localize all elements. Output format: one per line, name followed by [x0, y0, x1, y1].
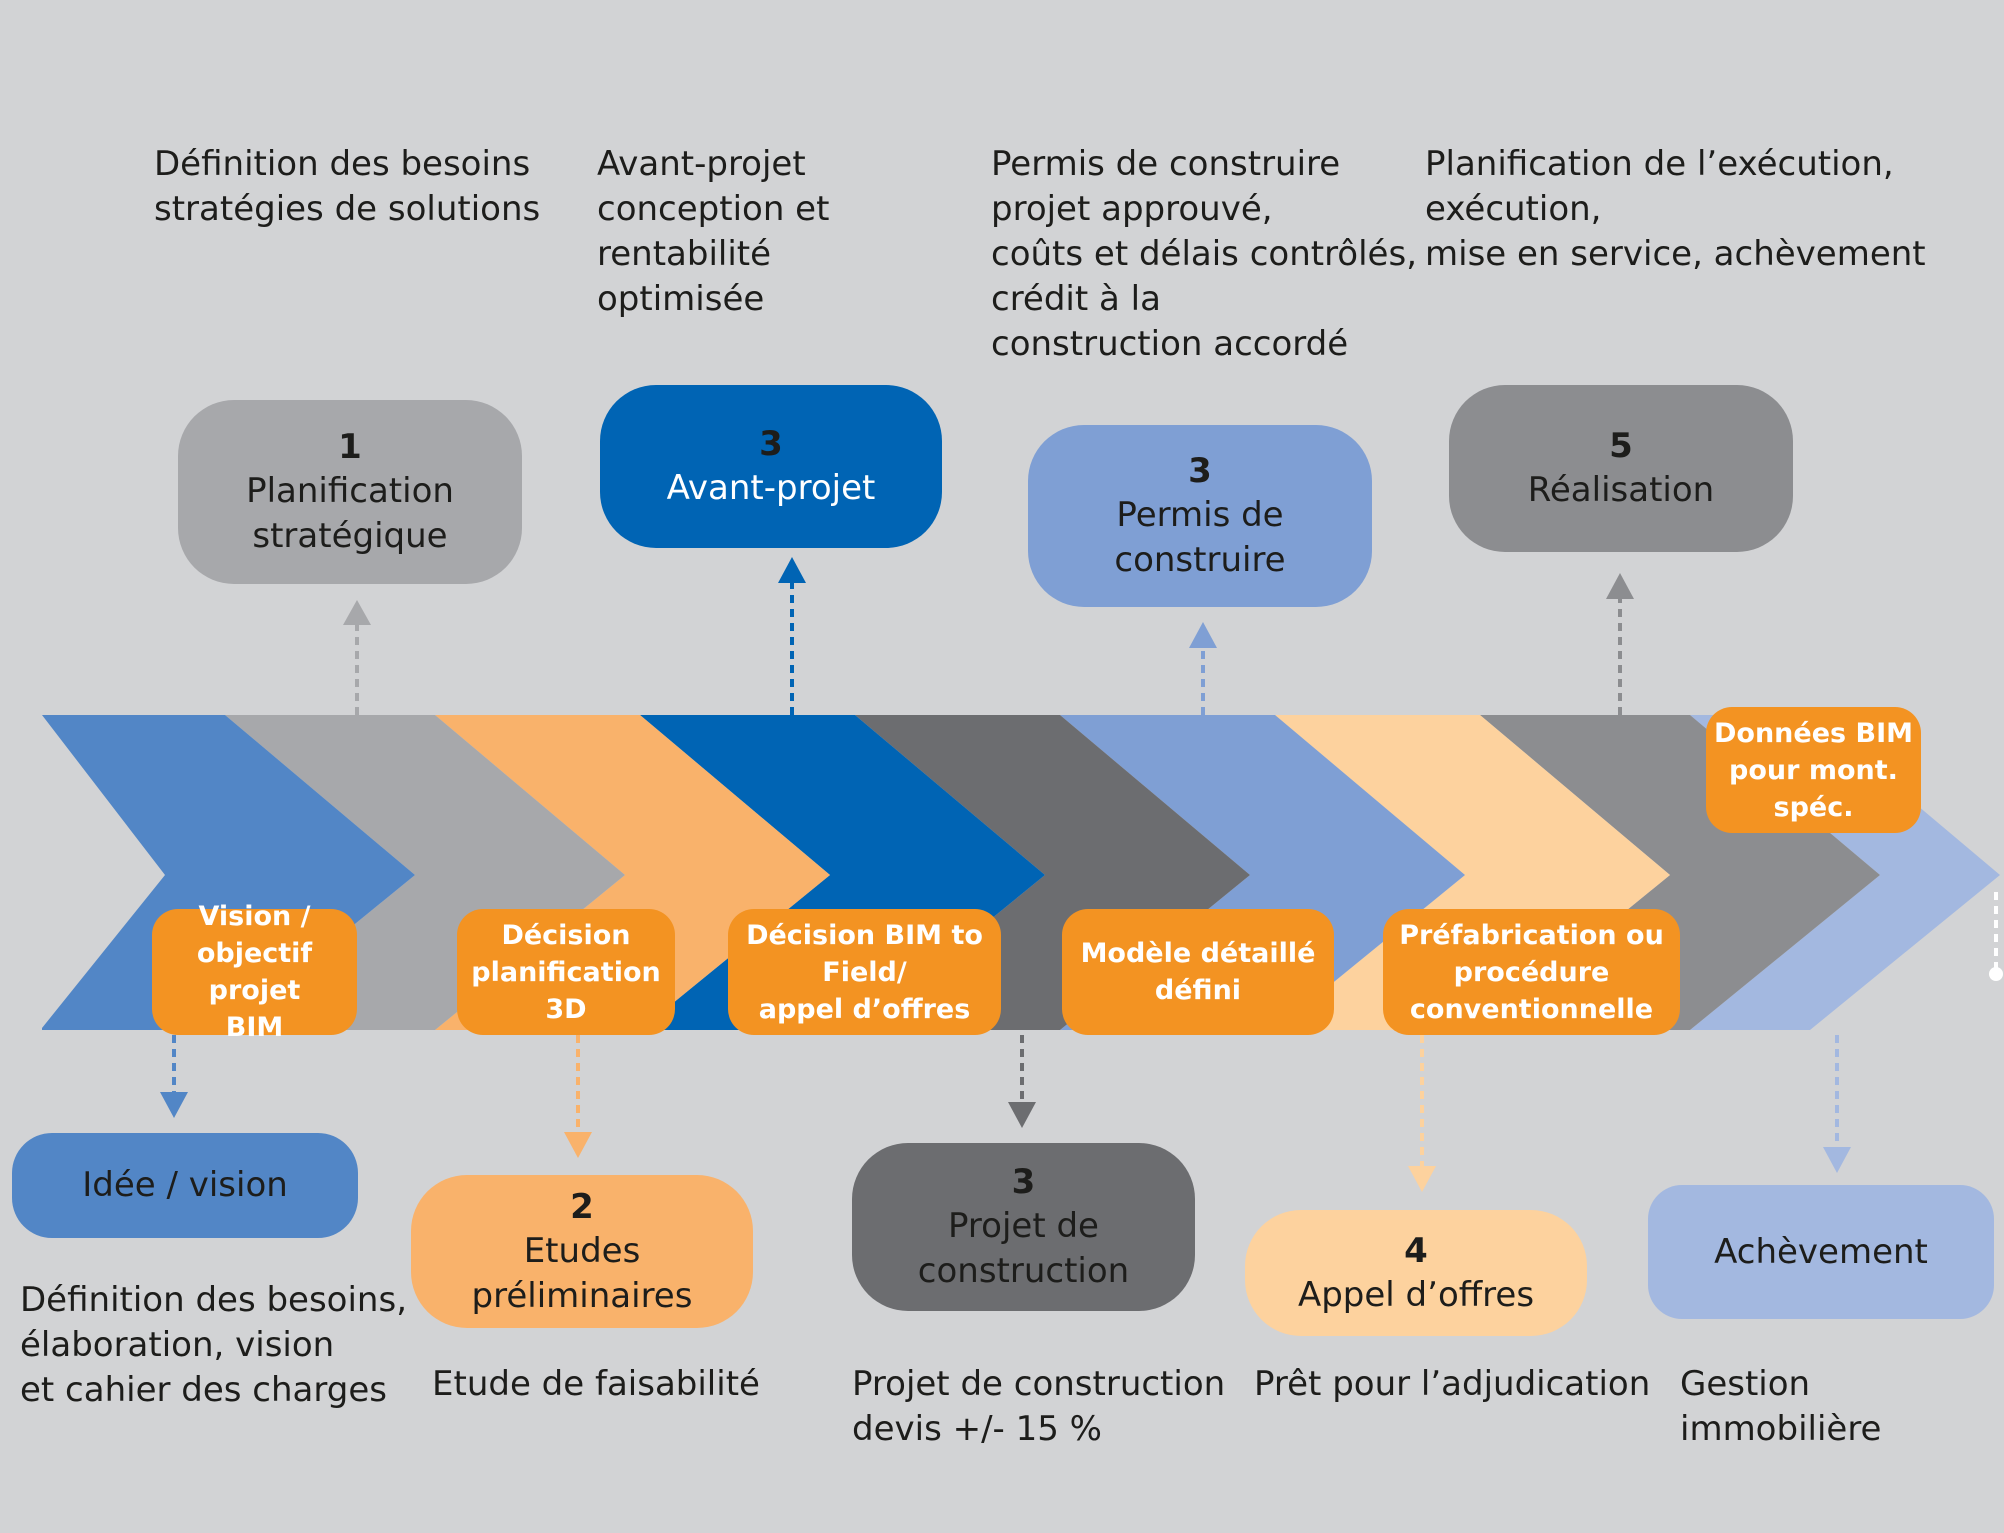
top-description-2: Avant-projet conception et rentabilité o… [597, 144, 830, 319]
milestone-vision-objectif[interactable]: Vision / objectif projet BIM [152, 901, 357, 1043]
phase-label: Réalisation [1527, 470, 1715, 510]
phase-realisation[interactable]: 5 Réalisation [1449, 385, 1793, 552]
phase-number: 2 [570, 1186, 594, 1227]
bottom-description-3: Projet de construction devis +/- 15 % [852, 1364, 1226, 1449]
milestone-decision-bim-to-field[interactable]: Décision BIM to Field/ appel d’offres [728, 909, 1001, 1035]
phase-etudes-preliminaires[interactable]: 2 Etudes préliminaires [411, 1175, 753, 1328]
phase-planification-strategique[interactable]: 1 Planification stratégique [178, 400, 522, 584]
arrow-up-2 [778, 557, 806, 715]
arrow-up-3 [1189, 622, 1217, 715]
arrow-up-1 [343, 600, 371, 715]
arrow-down-projet [1008, 1035, 1036, 1128]
phase-number: 3 [759, 424, 783, 464]
arrow-down-appel [1408, 1035, 1436, 1192]
arrow-down-etudes [564, 1035, 592, 1158]
phase-label: Achèvement [1714, 1231, 1928, 1272]
phase-number: 1 [338, 427, 362, 467]
phase-label: Appel d’offres [1297, 1274, 1535, 1315]
milestone-donnees-bim[interactable]: Données BIM pour mont. spéc. [1706, 707, 1921, 833]
bottom-description-4: Prêt pour l’adjudication [1254, 1364, 1651, 1404]
phase-projet-de-construction[interactable]: 3 Projet de construction [852, 1143, 1195, 1311]
phase-permis-de-construire[interactable]: 3 Permis de construire [1028, 425, 1372, 607]
top-description-1: Définition des besoins stratégies de sol… [154, 144, 541, 229]
phase-avant-projet[interactable]: 3 Avant-projet [600, 385, 942, 548]
arrow-up-5 [1606, 573, 1634, 715]
top-description-4: Planification de l’exécution, exécution,… [1425, 144, 1926, 274]
phase-number: 5 [1609, 426, 1633, 466]
phase-achevement[interactable]: Achèvement [1648, 1185, 1994, 1319]
phase-label: Projet de construction [917, 1206, 1130, 1291]
phase-label: Planification stratégique [246, 471, 454, 556]
phase-label: Avant-projet [666, 468, 876, 508]
milestone-prefabrication[interactable]: Préfabrication ou procédure conventionne… [1383, 909, 1680, 1035]
bottom-description-5: Gestion immobilière [1680, 1364, 1882, 1449]
bottom-description-1: Définition des besoins, élaboration, vis… [20, 1280, 407, 1410]
phase-label: Idée / vision [82, 1165, 288, 1205]
chevron-1 [42, 715, 415, 1030]
milestone-decision-planification-3d[interactable]: Décision planification 3D [457, 909, 675, 1035]
phase-label: Permis de construire [1114, 495, 1286, 580]
phase-number: 3 [1188, 451, 1212, 491]
phase-number: 3 [1011, 1162, 1036, 1202]
top-description-3: Permis de construire projet approuvé, co… [991, 144, 1417, 364]
phase-number: 4 [1404, 1230, 1428, 1271]
continuation-connector [1989, 892, 2003, 981]
arrow-down-vision [160, 1035, 188, 1118]
phase-appel-doffres[interactable]: 4 Appel d’offres [1245, 1210, 1587, 1336]
arrow-down-achevement [1823, 1035, 1851, 1173]
milestone-modele-detaille[interactable]: Modèle détaillé défini [1062, 909, 1334, 1035]
phase-label: Etudes préliminaires [471, 1230, 693, 1316]
phase-idee-vision[interactable]: Idée / vision [12, 1133, 358, 1238]
bottom-description-2: Etude de faisabilité [432, 1364, 760, 1404]
